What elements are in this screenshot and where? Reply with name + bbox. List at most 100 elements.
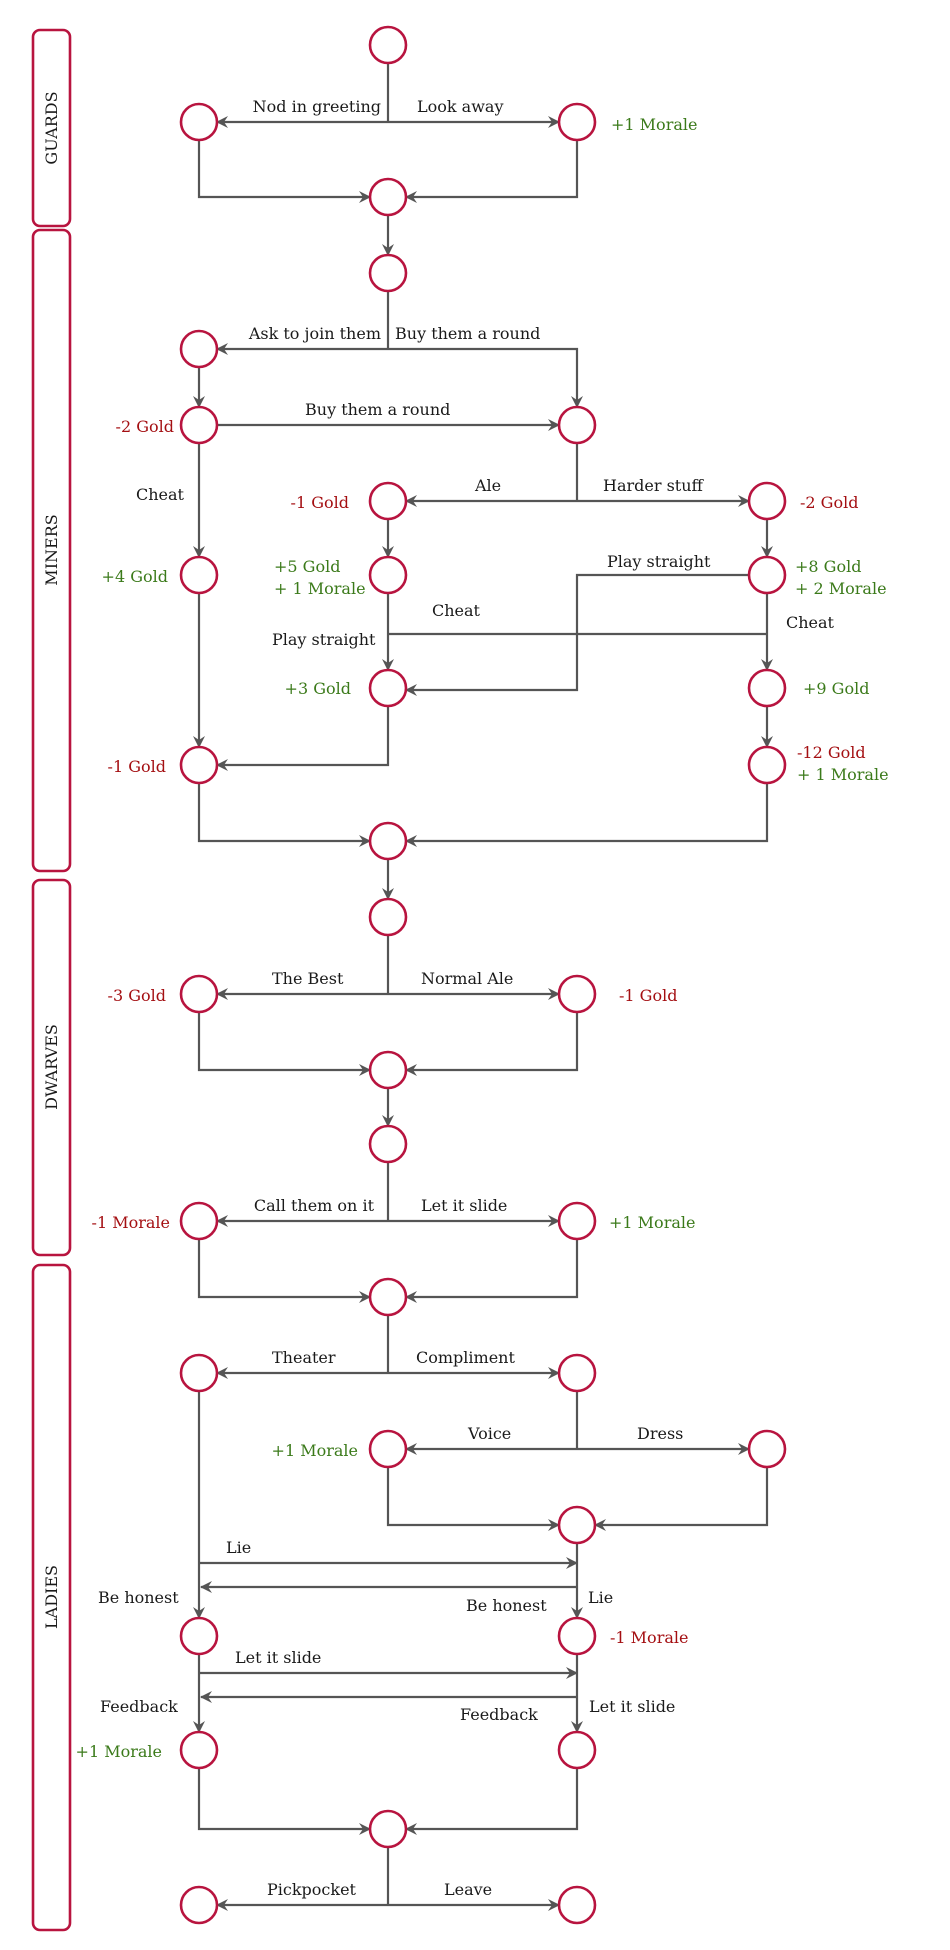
effect-label: +1 Morale bbox=[609, 1213, 695, 1232]
node bbox=[557, 1730, 597, 1770]
node bbox=[747, 481, 787, 521]
node bbox=[179, 405, 219, 445]
lane-dwarves-label: DWARVES bbox=[42, 1024, 61, 1110]
choice-label: Be honest bbox=[98, 1588, 179, 1607]
edge bbox=[197, 140, 371, 203]
edge bbox=[197, 783, 371, 847]
node bbox=[557, 1505, 597, 1545]
node bbox=[557, 102, 597, 142]
swimlanes: GUARDS MINERS DWARVES LADIES bbox=[31, 28, 72, 1932]
effect-label: +1 Morale bbox=[76, 1742, 162, 1761]
edge bbox=[405, 783, 769, 847]
choice-label: Leave bbox=[444, 1880, 492, 1899]
node bbox=[179, 1730, 219, 1770]
choice-label: Cheat bbox=[136, 485, 185, 504]
lane-guards-label: GUARDS bbox=[42, 91, 61, 164]
choice-label: Feedback bbox=[100, 1697, 178, 1716]
choice-label: Call them on it bbox=[254, 1196, 375, 1215]
node bbox=[747, 668, 787, 708]
effect-label: +4 Gold bbox=[102, 567, 168, 586]
edge bbox=[405, 140, 579, 203]
node bbox=[368, 897, 408, 937]
effect-label: + 2 Morale bbox=[795, 579, 887, 598]
edge bbox=[405, 573, 749, 696]
choice-label: Dress bbox=[637, 1424, 683, 1443]
effect-label: -12 Gold bbox=[797, 743, 866, 762]
edge bbox=[197, 1012, 371, 1076]
effect-labels: +1 Morale -2 Gold -1 Gold -2 Gold +4 Gol… bbox=[76, 115, 889, 1761]
edge bbox=[197, 1239, 371, 1303]
edge bbox=[405, 1012, 579, 1076]
choice-label: Ask to join them bbox=[248, 324, 381, 343]
edges bbox=[193, 63, 773, 1911]
choice-label: Let it slide bbox=[589, 1697, 675, 1716]
choice-label: Feedback bbox=[460, 1705, 538, 1724]
node bbox=[179, 1885, 219, 1925]
edge bbox=[405, 1239, 579, 1303]
node bbox=[368, 25, 408, 65]
choice-label: Cheat bbox=[432, 601, 481, 620]
node bbox=[179, 1616, 219, 1656]
choice-label: Harder stuff bbox=[603, 476, 705, 495]
lane-dwarves bbox=[31, 878, 72, 1257]
choice-label: Play straight bbox=[607, 552, 711, 571]
edge bbox=[594, 1467, 769, 1531]
edge bbox=[386, 1467, 560, 1531]
node bbox=[179, 745, 219, 785]
choice-label: Play straight bbox=[272, 630, 376, 649]
node bbox=[557, 1616, 597, 1656]
choice-label: The Best bbox=[272, 969, 344, 988]
node bbox=[179, 974, 219, 1014]
node bbox=[368, 1429, 408, 1469]
effect-label: + 1 Morale bbox=[274, 579, 366, 598]
choice-label: Lie bbox=[226, 1538, 251, 1557]
effect-label: +5 Gold bbox=[274, 557, 340, 576]
node bbox=[557, 1885, 597, 1925]
node bbox=[179, 329, 219, 369]
choice-label: Buy them a round bbox=[305, 400, 450, 419]
node bbox=[179, 555, 219, 595]
lane-ladies-label: LADIES bbox=[42, 1565, 61, 1629]
node bbox=[368, 555, 408, 595]
choice-label: Look away bbox=[417, 97, 503, 116]
node bbox=[747, 555, 787, 595]
effect-label: -2 Gold bbox=[800, 493, 858, 512]
node bbox=[368, 253, 408, 293]
effect-label: +8 Gold bbox=[795, 557, 861, 576]
edge bbox=[197, 1768, 371, 1835]
choice-label: Normal Ale bbox=[421, 969, 513, 988]
node bbox=[368, 177, 408, 217]
effect-label: -1 Gold bbox=[108, 757, 166, 776]
choice-label: Buy them a round bbox=[395, 324, 540, 343]
effect-label: + 1 Morale bbox=[797, 765, 889, 784]
node bbox=[368, 1809, 408, 1849]
node bbox=[747, 745, 787, 785]
node bbox=[368, 821, 408, 861]
effect-label: -1 Morale bbox=[92, 1213, 170, 1232]
node bbox=[557, 974, 597, 1014]
edge bbox=[388, 347, 583, 408]
node bbox=[557, 1201, 597, 1241]
lane-guards bbox=[31, 28, 72, 228]
node bbox=[747, 1429, 787, 1469]
edge bbox=[405, 1768, 579, 1835]
node bbox=[368, 481, 408, 521]
edge bbox=[216, 706, 390, 771]
choice-label: Let it slide bbox=[235, 1648, 321, 1667]
choice-label: Be honest bbox=[466, 1596, 547, 1615]
choice-labels: Nod in greeting Look away Ask to join th… bbox=[98, 97, 835, 1899]
choice-label: Lie bbox=[588, 1588, 613, 1607]
choice-label: Let it slide bbox=[421, 1196, 507, 1215]
effect-label: -1 Gold bbox=[619, 986, 677, 1005]
effect-label: -1 Gold bbox=[291, 493, 349, 512]
node bbox=[179, 102, 219, 142]
node bbox=[368, 668, 408, 708]
effect-label: +9 Gold bbox=[803, 679, 869, 698]
node bbox=[368, 1277, 408, 1317]
node bbox=[368, 1050, 408, 1090]
node bbox=[368, 1124, 408, 1164]
node bbox=[179, 1353, 219, 1393]
effect-label: -3 Gold bbox=[108, 986, 166, 1005]
effect-label: +1 Morale bbox=[272, 1441, 358, 1460]
